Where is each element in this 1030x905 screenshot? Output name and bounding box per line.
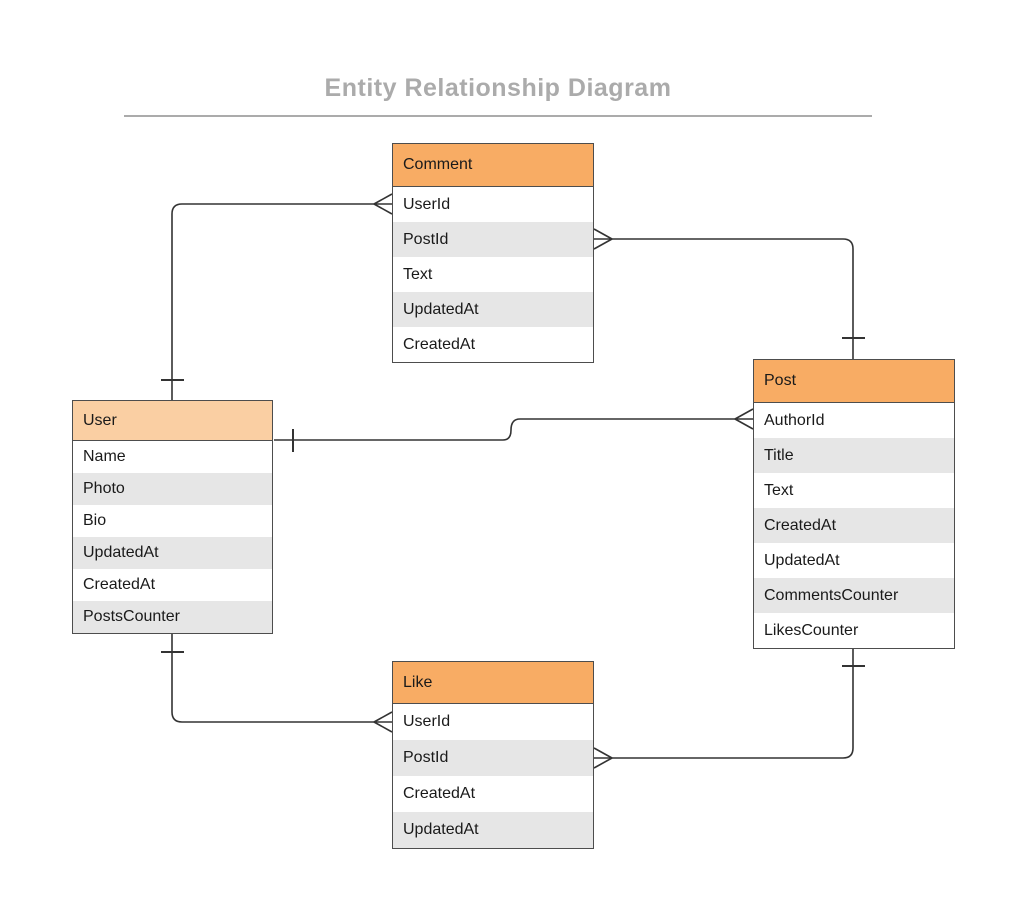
entity-name-label: Comment [403, 156, 473, 173]
field-row: Photo [73, 473, 272, 505]
connector-line [594, 238, 854, 359]
crow-foot-icon [593, 228, 613, 250]
connector-user-post [274, 408, 754, 452]
field-row: UserId [393, 187, 593, 222]
connector-line [274, 418, 753, 441]
field-row: CreatedAt [393, 327, 593, 362]
field-row: CreatedAt [73, 569, 272, 601]
field-row: Bio [73, 505, 272, 537]
entity-header: Comment [393, 144, 593, 187]
crow-foot-icon [373, 711, 393, 733]
field-row: UpdatedAt [754, 543, 954, 578]
page-title: Entity Relationship Diagram [324, 74, 672, 102]
field-row: Text [754, 473, 954, 508]
connector-post-like [593, 649, 865, 769]
connector-line [594, 649, 854, 759]
field-row: Text [393, 257, 593, 292]
entity-name-label: Post [764, 372, 797, 389]
field-row: LikesCounter [754, 613, 954, 648]
field-row: Name [73, 441, 272, 473]
field-row: UpdatedAt [393, 812, 593, 848]
entity-name-label: User [83, 411, 117, 429]
field-row: Title [754, 438, 954, 473]
entity-header: Post [754, 360, 954, 403]
field-row: AuthorId [754, 403, 954, 438]
title-underline [124, 115, 872, 117]
field-row: CommentsCounter [754, 578, 954, 613]
crow-foot-icon [373, 193, 393, 215]
connector-line [171, 634, 392, 723]
connector-user-comment [161, 193, 393, 400]
connector-user-like [161, 634, 393, 733]
field-row: PostsCounter [73, 601, 272, 633]
field-row: UserId [393, 704, 593, 740]
field-row: CreatedAt [393, 776, 593, 812]
field-row: PostId [393, 222, 593, 257]
entity-header: User [73, 401, 272, 441]
title-block: Entity Relationship Diagram [124, 74, 872, 117]
field-row: CreatedAt [754, 508, 954, 543]
entity-header: Like [393, 662, 593, 704]
connector-post-comment [593, 228, 865, 359]
field-row: UpdatedAt [393, 292, 593, 327]
entity-name-label: Like [403, 673, 433, 691]
field-row: PostId [393, 740, 593, 776]
crow-foot-icon [734, 408, 754, 430]
crow-foot-icon [593, 747, 613, 769]
field-row: UpdatedAt [73, 537, 272, 569]
connector-line [171, 203, 392, 400]
